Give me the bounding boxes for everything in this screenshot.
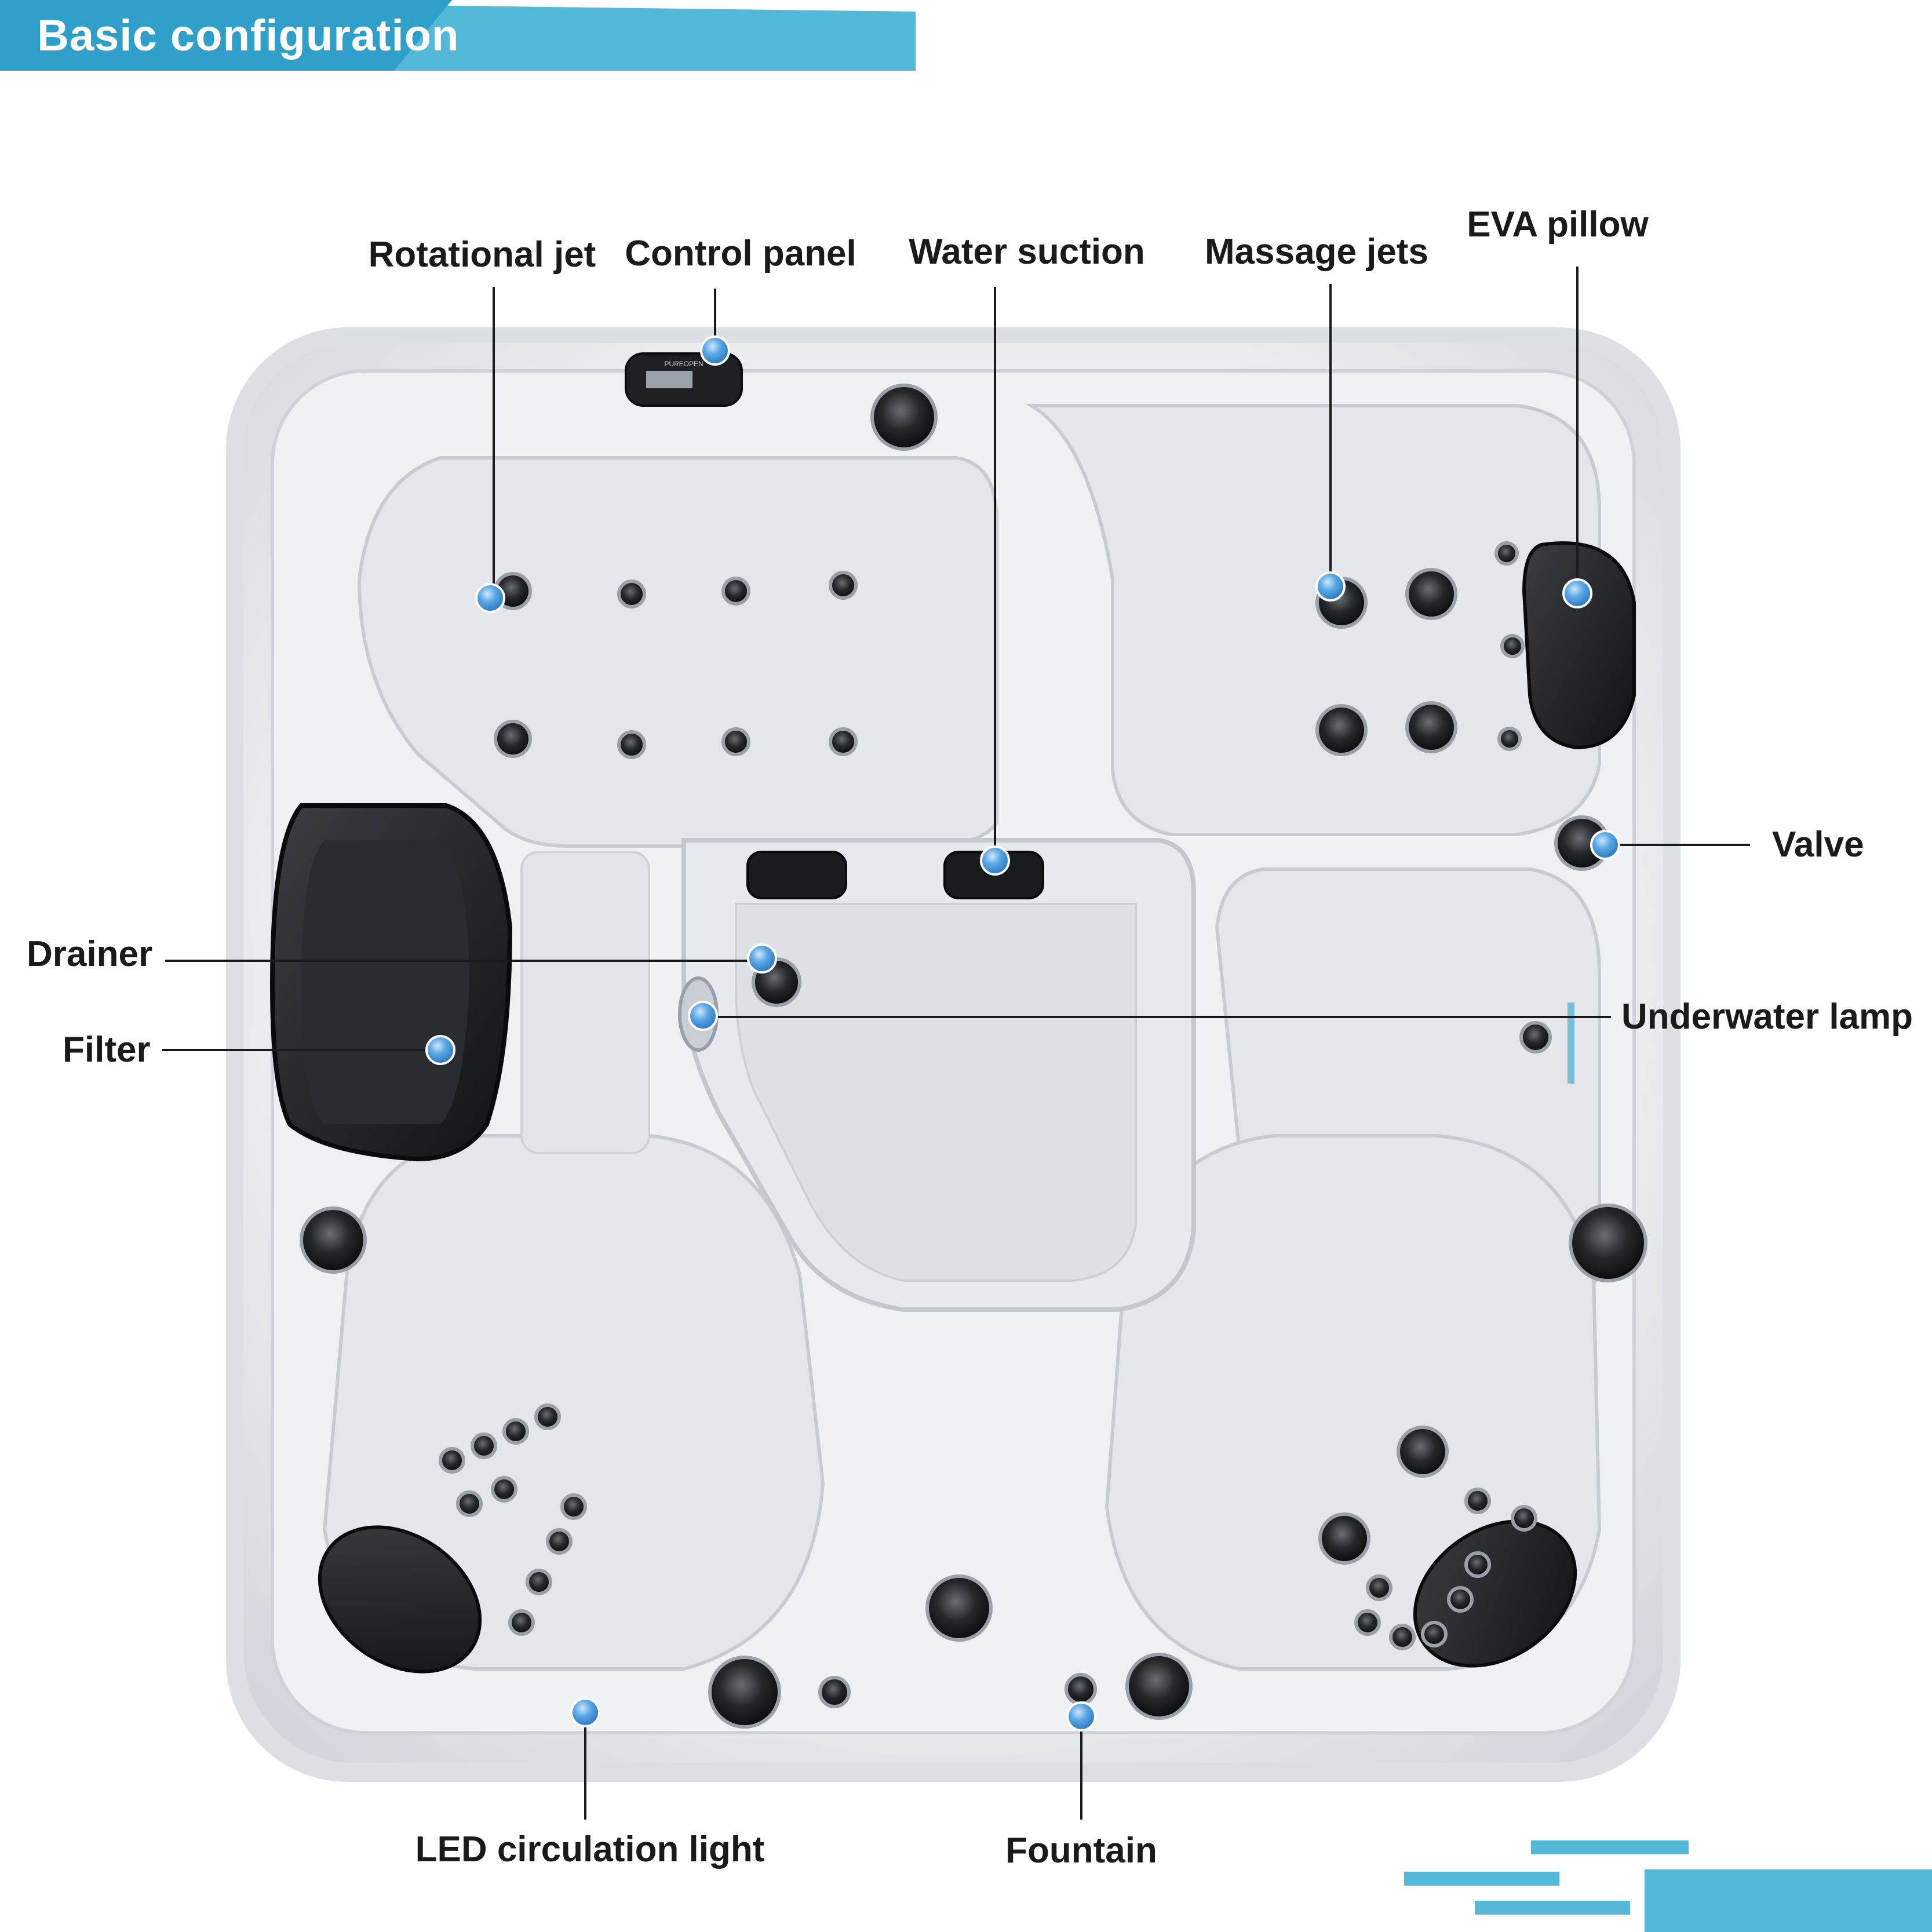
marker-massage-jets — [1315, 571, 1346, 602]
footwell — [681, 838, 1196, 1312]
deco-bar — [1645, 1869, 1932, 1932]
marker-drainer — [747, 943, 777, 974]
marker-control-panel — [700, 336, 730, 366]
label-led-circulation-light: LED circulation light — [415, 1829, 765, 1869]
eva-pillow-shapes — [318, 541, 1636, 1674]
page-title: Basic configuration — [37, 11, 460, 60]
control-panel-brand: PUREOPEN — [664, 360, 703, 368]
marker-rotational-jet — [475, 583, 505, 613]
label-underwater-lamp: Underwater lamp — [1621, 997, 1913, 1037]
deco-bar — [1475, 1901, 1630, 1915]
deco-bar — [1531, 1840, 1689, 1854]
callout-markers — [425, 336, 1620, 1731]
label-control-panel: Control panel — [625, 234, 856, 274]
callout-labels: Rotational jet Control panel Water sucti… — [27, 205, 1913, 1871]
marker-valve — [1590, 830, 1620, 860]
label-eva-pillow: EVA pillow — [1467, 205, 1649, 245]
deco-bar — [1404, 1872, 1559, 1886]
marker-filter — [425, 1035, 455, 1065]
marker-water-suction — [980, 845, 1010, 876]
suction-fittings — [746, 851, 1044, 899]
marker-fountain — [1066, 1701, 1096, 1731]
marker-eva-pillow — [1562, 578, 1592, 608]
label-drainer: Drainer — [27, 934, 152, 974]
label-water-suction: Water suction — [909, 232, 1145, 272]
label-rotational-jet: Rotational jet — [369, 235, 596, 275]
marker-underwater-lamp — [688, 1001, 718, 1031]
label-massage-jets: Massage jets — [1205, 232, 1428, 272]
textured-step — [520, 851, 650, 1154]
control-panel-device: PUREOPEN — [625, 352, 743, 407]
marker-led-circulation-light — [570, 1697, 600, 1727]
leader-lines — [162, 267, 1750, 1820]
label-filter: Filter — [63, 1030, 151, 1070]
label-valve: Valve — [1772, 825, 1864, 865]
header-banner — [0, 0, 916, 71]
jet-group — [300, 384, 1647, 1729]
filter-unit — [269, 803, 513, 1162]
label-fountain: Fountain — [1005, 1831, 1157, 1871]
